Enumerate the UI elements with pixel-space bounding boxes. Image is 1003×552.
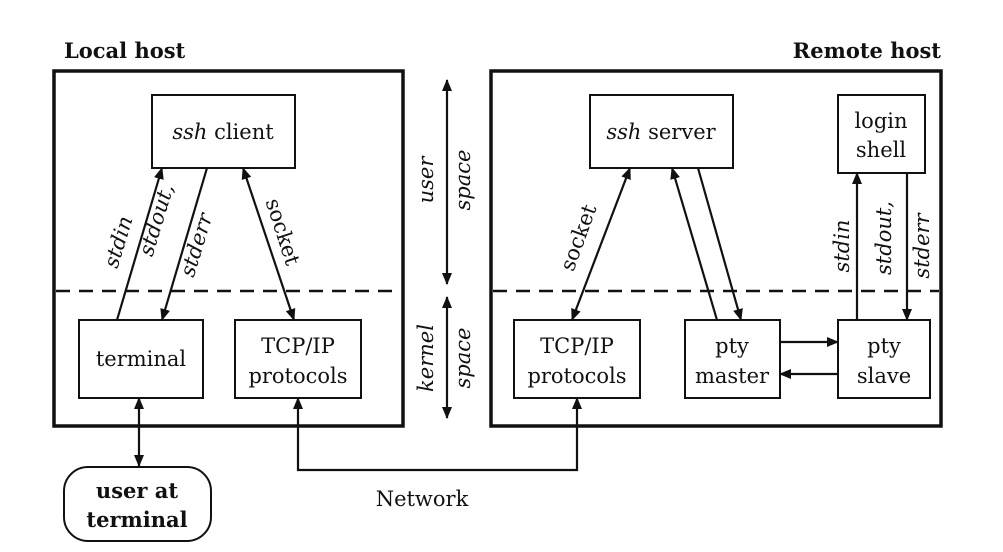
user-at-terminal-line2: terminal — [86, 507, 187, 532]
network-connection — [293, 397, 582, 472]
ssh-client-label: client — [207, 120, 274, 144]
remote-tcpip-line1: TCP/IP — [540, 334, 614, 358]
ssh-server-label: server — [641, 120, 716, 144]
local-socket-label: socket — [261, 195, 305, 268]
user-at-terminal-box: user at terminal — [63, 466, 212, 542]
kernel-space-label: space — [451, 328, 475, 389]
local-stdin-arrow — [115, 167, 164, 321]
pty-master-to-ssh-server-arrow — [670, 167, 719, 321]
local-host-frame — [52, 69, 405, 428]
pty-slave-line1: pty — [867, 334, 901, 358]
pty-master-line2: master — [695, 364, 770, 388]
local-stdout-arrow — [160, 167, 209, 321]
pty-slave-box: pty slave — [837, 319, 931, 399]
pty-master-box: pty master — [684, 319, 781, 399]
remote-tcpip-box: TCP/IP protocols — [513, 319, 641, 399]
local-tcpip-line1: TCP/IP — [261, 334, 335, 358]
user-space-label: space — [451, 150, 475, 211]
terminal-label: terminal — [96, 347, 187, 371]
login-shell-box: login shell — [837, 94, 926, 174]
local-tcpip-box: TCP/IP protocols — [234, 319, 362, 399]
network-label: Network — [376, 487, 469, 511]
login-shell-line2: shell — [856, 138, 906, 162]
svg-text:ssh client: ssh client — [172, 120, 274, 144]
user-at-terminal-line1: user at — [96, 478, 178, 503]
ssh-server-ssh: ssh — [606, 120, 641, 144]
ssh-server-box: ssh server — [589, 94, 734, 169]
local-tcpip-line2: protocols — [248, 364, 347, 388]
local-stdin-label: stdin — [99, 213, 137, 271]
remote-stdout-label: stdout, — [872, 201, 896, 275]
kernel-label: kernel — [414, 324, 438, 392]
svg-text:ssh server: ssh server — [606, 120, 716, 144]
remote-tcpip-line2: protocols — [527, 364, 626, 388]
remote-socket-arrow — [570, 167, 632, 321]
ssh-server-to-pty-master-arrow — [696, 167, 743, 321]
remote-host-title: Remote host — [793, 38, 942, 63]
remote-host-frame — [489, 69, 943, 428]
local-socket-arrow — [241, 167, 296, 321]
remote-stdin-label: stdin — [830, 220, 854, 273]
ssh-client-box: ssh client — [151, 94, 296, 169]
ssh-client-ssh: ssh — [172, 120, 207, 144]
local-stderr-label: stderr — [175, 208, 218, 279]
login-shell-line1: login — [854, 109, 907, 133]
user-label: user — [414, 155, 438, 204]
local-host-title: Local host — [64, 38, 186, 63]
terminal-box: terminal — [78, 319, 204, 399]
pty-master-line1: pty — [715, 334, 749, 358]
remote-stderr-label: stderr — [910, 211, 934, 278]
local-stdout-label: stdout, — [134, 181, 179, 259]
pty-slave-line2: slave — [857, 364, 911, 388]
